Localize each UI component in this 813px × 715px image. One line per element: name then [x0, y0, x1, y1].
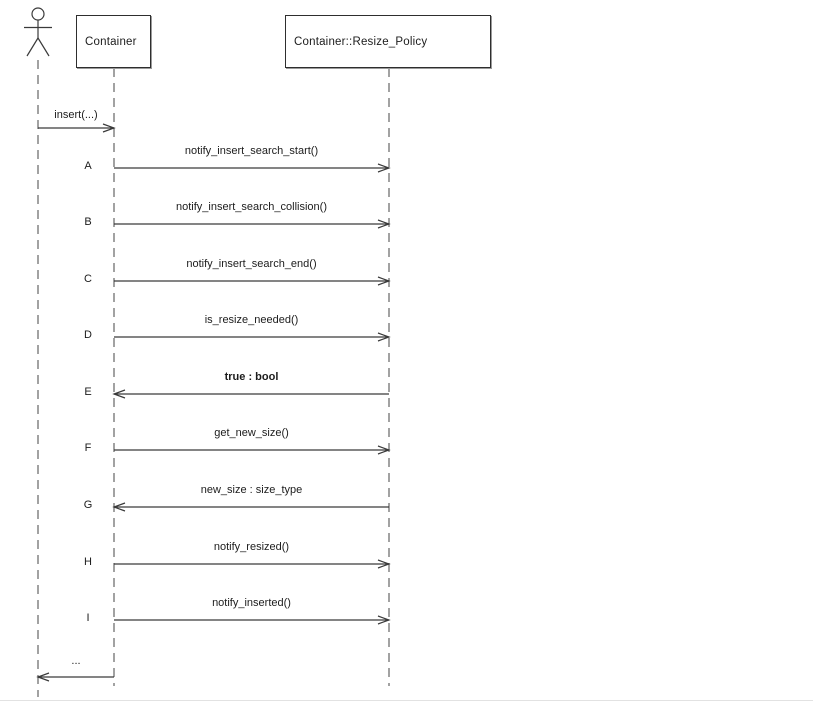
- arrowhead-right-icon: [102, 123, 116, 133]
- page-edge-divider: [0, 700, 813, 701]
- message-label-c: notify_insert_search_end(): [186, 258, 317, 270]
- message-arrow-i: [114, 615, 391, 625]
- message-id-c: C: [84, 273, 92, 285]
- participant-label: Container::Resize_Policy: [294, 35, 428, 48]
- message-label-f: get_new_size(): [214, 427, 289, 439]
- actor-head-icon: [31, 7, 45, 21]
- message-id-h: H: [84, 556, 92, 568]
- message-arrow-f: [114, 445, 391, 455]
- message-label-insert: insert(...): [54, 109, 98, 121]
- message-id-g: G: [83, 499, 93, 511]
- message-arrow-b: [114, 219, 391, 229]
- arrowhead-right-icon: [377, 219, 391, 229]
- message-arrow-d: [114, 332, 391, 342]
- arrowhead-left-icon: [112, 389, 126, 399]
- message-arrow-insert: [38, 123, 116, 133]
- message-label-b: notify_insert_search_collision(): [175, 201, 327, 213]
- message-id-a: A: [84, 160, 92, 172]
- message-arrow-g: [112, 502, 389, 512]
- message-id-b: B: [84, 216, 92, 228]
- message-label-g: new_size : size_type: [200, 484, 303, 496]
- arrowhead-right-icon: [377, 615, 391, 625]
- message-arrow-return: [36, 672, 114, 682]
- participant-box-resize-policy: Container::Resize_Policy: [285, 15, 491, 68]
- arrowhead-left-icon: [36, 672, 50, 682]
- message-label-return: ...: [71, 655, 81, 667]
- arrowhead-right-icon: [377, 276, 391, 286]
- arrowhead-right-icon: [377, 163, 391, 173]
- participant-label: Container: [85, 35, 137, 48]
- arrowhead-right-icon: [377, 445, 391, 455]
- actor-leg-left-icon: [26, 37, 39, 57]
- message-label-h: notify_resized(): [213, 541, 290, 553]
- message-id-i: I: [86, 612, 90, 624]
- message-id-f: F: [84, 442, 92, 454]
- message-label-a: notify_insert_search_start(): [184, 145, 319, 157]
- arrowhead-right-icon: [377, 559, 391, 569]
- message-arrow-c: [114, 276, 391, 286]
- message-label-e: true : bool: [224, 371, 279, 383]
- actor-leg-right-icon: [37, 37, 50, 57]
- arrowhead-left-icon: [112, 502, 126, 512]
- message-arrow-h: [114, 559, 391, 569]
- message-label-d: is_resize_needed(): [204, 314, 299, 326]
- message-id-d: D: [84, 329, 92, 341]
- message-label-i: notify_inserted(): [212, 597, 291, 609]
- arrowhead-right-icon: [377, 332, 391, 342]
- message-arrow-a: [114, 163, 391, 173]
- message-arrow-e: [112, 389, 389, 399]
- actor-icon: [24, 7, 52, 57]
- message-id-e: E: [84, 386, 92, 398]
- participant-box-container: Container: [76, 15, 151, 68]
